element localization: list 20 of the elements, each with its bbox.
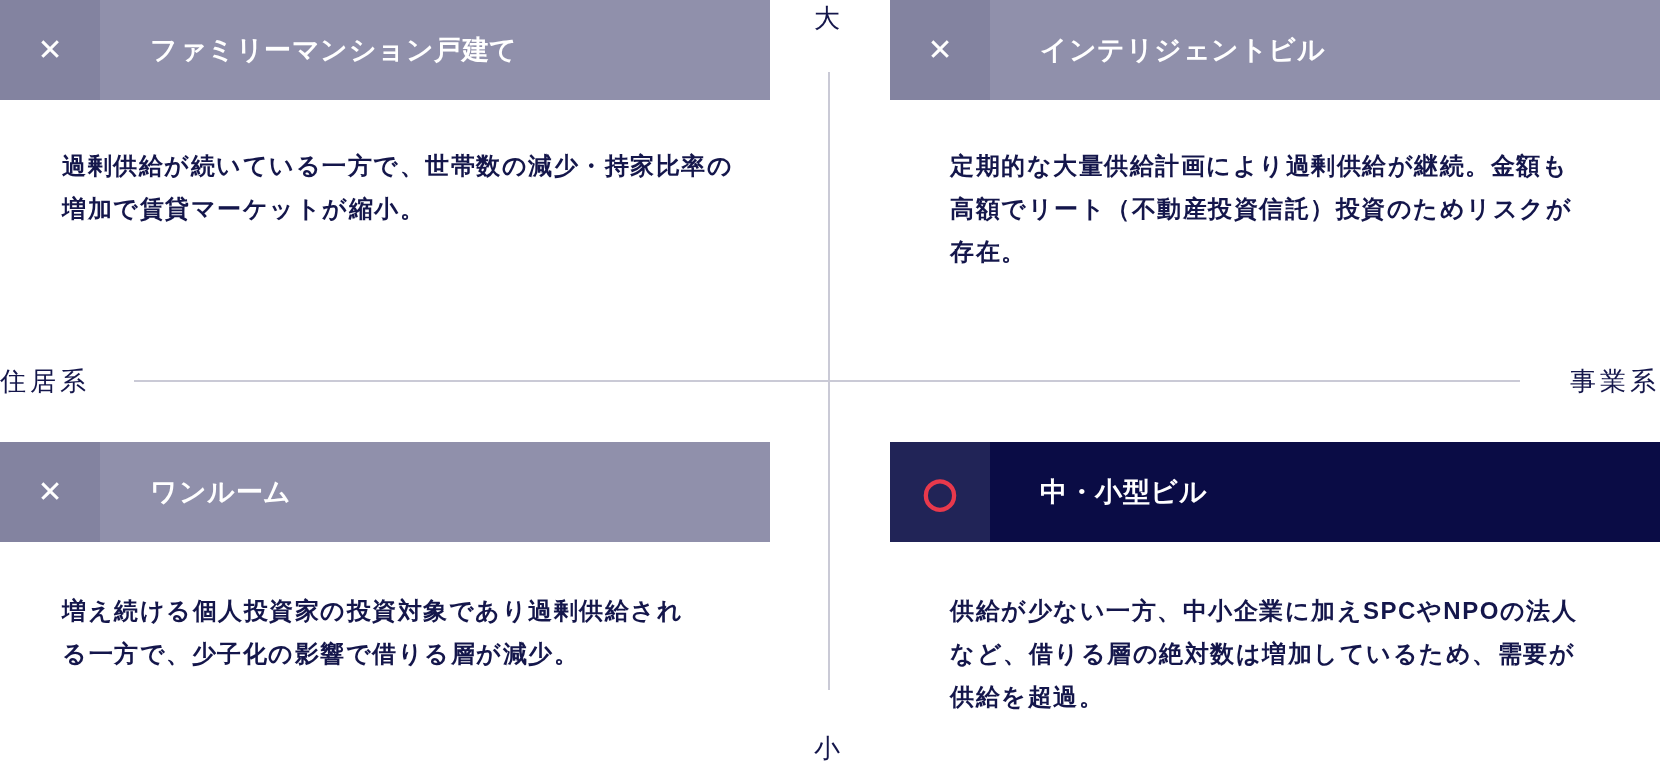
circle-mark: ○	[922, 472, 958, 512]
category-header-band	[0, 0, 770, 100]
category-header-band	[0, 442, 770, 542]
axis-label: 事業系	[1570, 365, 1660, 397]
description-text: 定期的な大量供給計画により過剰供給が継続。金額も高額でリート（不動産投資信託）投資のためリスクが存在。	[950, 151, 1573, 267]
category-title: ワンルーム	[150, 476, 292, 509]
axis-label: 大	[814, 2, 844, 34]
category-title: ファミリーマンション戸建て	[150, 34, 518, 67]
description-text: 増え続ける個人投資家の投資対象であり過剰供給される一方で、少子化の影響で借りる層が減少。	[62, 596, 684, 669]
description-text: 過剰供給が続いている一方で、世帯数の減少・持家比率の増加で賃貸マーケットが縮小。	[62, 151, 734, 224]
category-header-band	[890, 442, 1660, 542]
description-text: 供給が少ない一方、中小企業に加えSPCやNPOの法人など、借りる層の絶対数は増加しているため、需要が供給を超過。	[950, 596, 1579, 712]
category-title: 中・小型ビル	[1040, 476, 1207, 509]
cross-mark: ✕	[37, 477, 63, 507]
cross-mark: ✕	[37, 35, 63, 65]
cross-mark: ✕	[927, 35, 953, 65]
axis-label: 小	[814, 732, 844, 764]
axis-label: 住居系	[0, 365, 90, 397]
category-title: インテリジェントビル	[1040, 34, 1325, 67]
category-header-band	[890, 0, 1660, 100]
